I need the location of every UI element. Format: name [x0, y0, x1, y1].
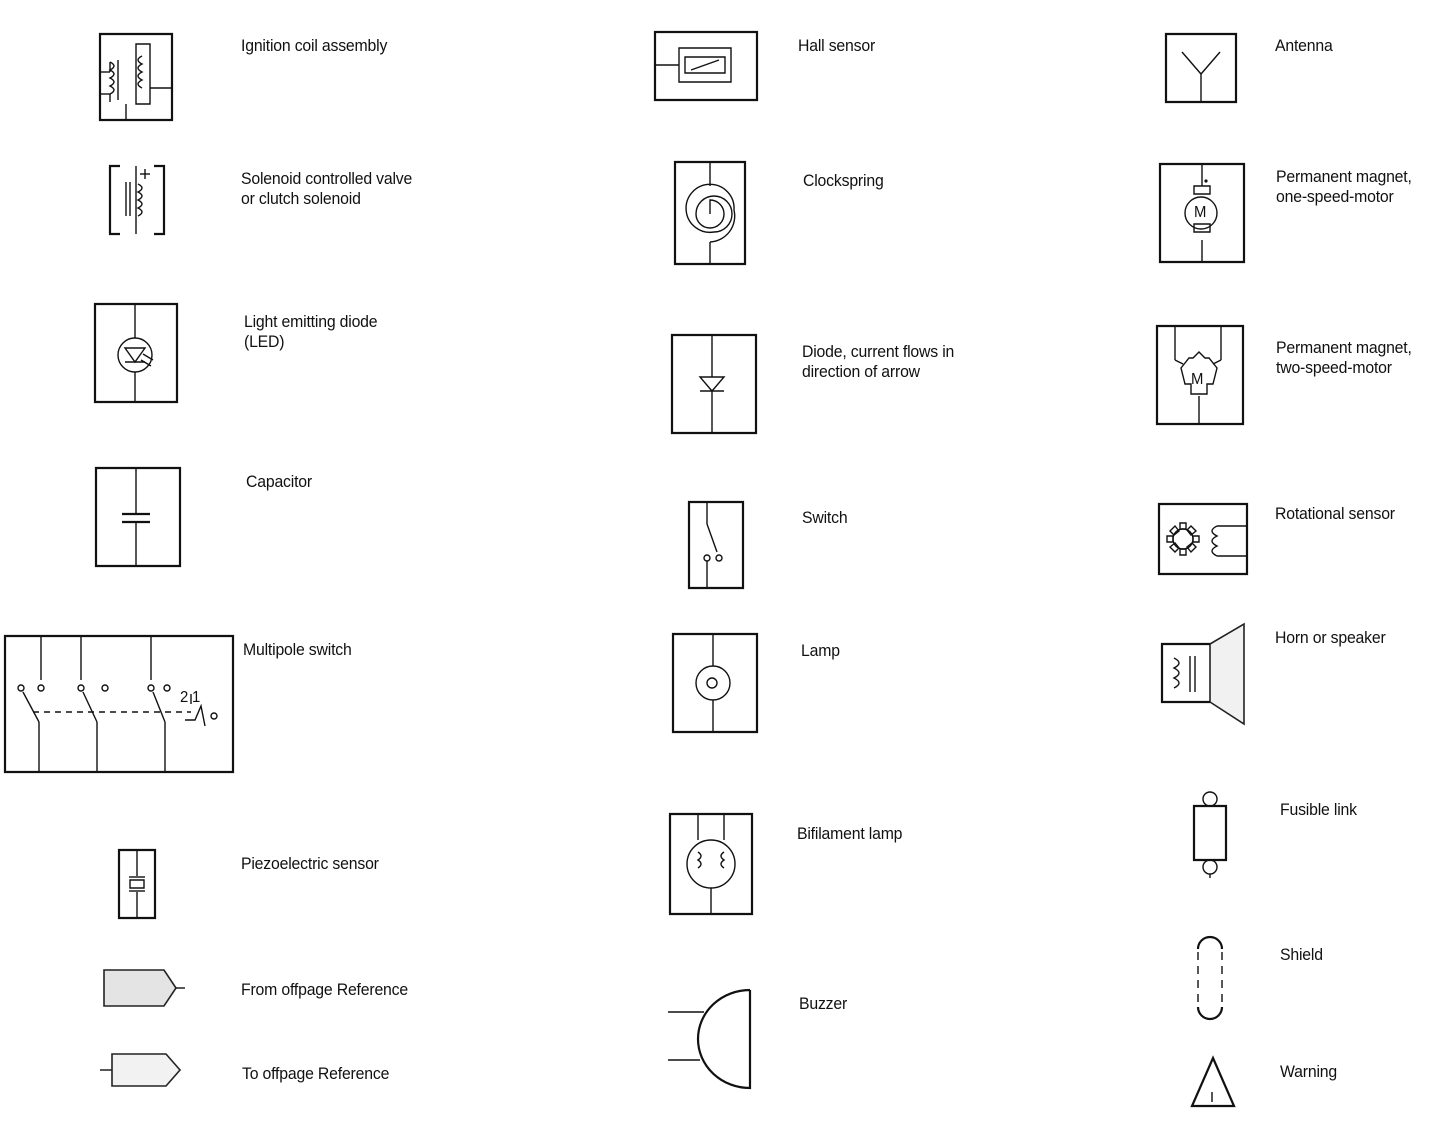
lamp-icon	[671, 632, 759, 734]
two-speed-motor-letter: M	[1191, 371, 1204, 388]
rotational-sensor-icon	[1157, 502, 1249, 576]
multipole-switch-label: Multipole switch	[243, 640, 352, 659]
lamp-label: Lamp	[801, 641, 840, 660]
solenoid-valve-icon	[108, 164, 166, 236]
piezo-sensor-icon	[117, 848, 157, 920]
one-speed-motor-letter: M	[1194, 204, 1207, 221]
buzzer-label: Buzzer	[799, 994, 848, 1013]
switch-icon	[687, 500, 745, 590]
diode-icon	[670, 333, 758, 435]
to-offpage-icon	[100, 1052, 184, 1088]
piezo-sensor-label: Piezoelectric sensor	[241, 854, 379, 873]
one-speed-motor-label: Permanent magnet, one-speed-motor	[1276, 167, 1412, 206]
warning-label: Warning	[1280, 1062, 1337, 1081]
buzzer-icon	[668, 986, 754, 1092]
bifilament-lamp-label: Bifilament lamp	[797, 824, 903, 843]
clockspring-label: Clockspring	[803, 171, 884, 190]
hall-sensor-icon	[653, 30, 759, 102]
warning-icon	[1190, 1056, 1236, 1108]
horn-speaker-icon	[1160, 622, 1248, 726]
shield-icon	[1195, 934, 1225, 1022]
hall-sensor-label: Hall sensor	[798, 36, 876, 55]
from-offpage-label: From offpage Reference	[241, 980, 408, 999]
ignition-coil-icon	[98, 32, 174, 122]
capacitor-label: Capacitor	[246, 472, 313, 491]
multipole-switch-icon	[3, 634, 235, 774]
shield-label: Shield	[1280, 945, 1323, 964]
fusible-link-icon	[1190, 790, 1230, 878]
antenna-label: Antenna	[1275, 36, 1333, 55]
from-offpage-icon	[102, 968, 186, 1008]
fusible-link-label: Fusible link	[1280, 800, 1357, 819]
two-speed-motor-icon	[1155, 324, 1245, 426]
horn-speaker-label: Horn or speaker	[1275, 628, 1386, 647]
ignition-coil-label: Ignition coil assembly	[241, 36, 388, 55]
clockspring-icon	[673, 160, 747, 266]
two-speed-motor-label: Permanent magnet, two-speed-motor	[1276, 338, 1412, 377]
multipole-switch-positions: 2 1	[180, 689, 201, 706]
capacitor-icon	[94, 466, 182, 568]
switch-label: Switch	[802, 508, 848, 527]
one-speed-motor-icon	[1158, 162, 1246, 264]
led-label: Light emitting diode (LED)	[244, 312, 378, 351]
to-offpage-label: To offpage Reference	[242, 1064, 390, 1083]
antenna-icon	[1164, 32, 1238, 104]
solenoid-valve-label: Solenoid controlled valve or clutch sole…	[241, 169, 413, 208]
rotational-sensor-label: Rotational sensor	[1275, 504, 1395, 523]
led-icon	[93, 302, 179, 404]
bifilament-lamp-icon	[668, 812, 754, 916]
diode-label: Diode, current flows in direction of arr…	[802, 342, 955, 381]
